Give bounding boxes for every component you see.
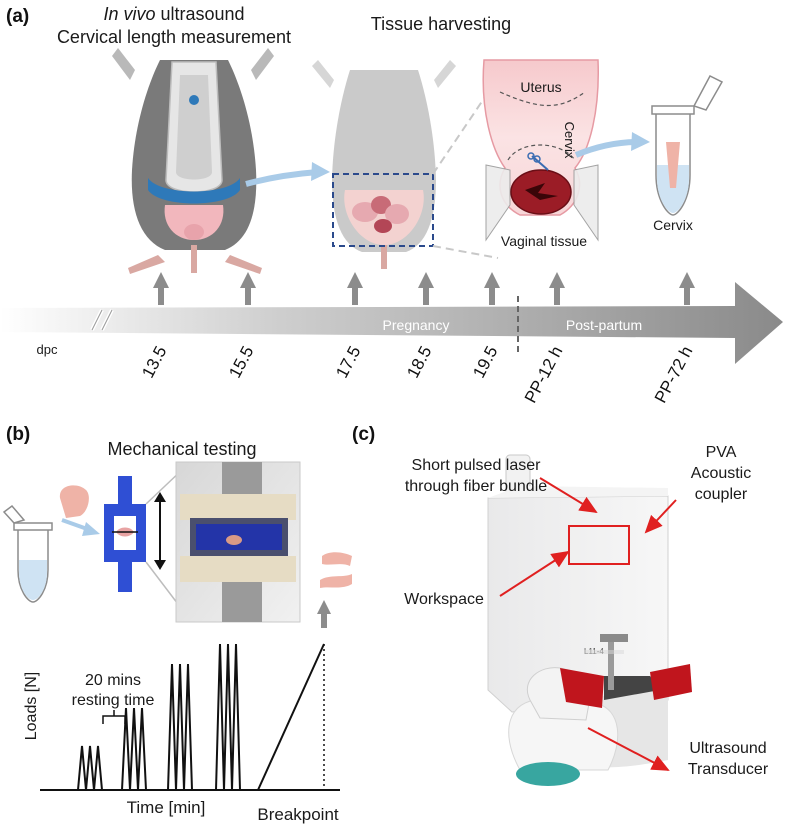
pva-label-line1: PVA <box>706 444 737 461</box>
workspace-box <box>568 525 630 565</box>
mouse-ultrasound-illustration <box>112 48 274 274</box>
harvest-title: Tissue harvesting <box>371 14 511 34</box>
panel-a-label: (a) <box>6 6 29 27</box>
postpartum-label: Post-partum <box>566 317 642 333</box>
tick-arrow-shaft <box>352 287 358 305</box>
tick-arrow-shaft <box>489 287 495 305</box>
breakpoint-arrow-head <box>317 600 331 614</box>
vaginal-tissue-label: Vaginal tissue <box>501 233 587 249</box>
workspace-pointer-arrow <box>499 550 570 597</box>
broken-sample-top <box>322 552 352 566</box>
dpc-label: dpc <box>37 342 58 357</box>
zoom-line-bottom <box>432 245 499 259</box>
uterus-cervix-illustration <box>482 59 600 242</box>
timeline-tick-arrows <box>153 272 695 305</box>
timeline-tick-label: PP-72 h <box>651 343 697 406</box>
tick-arrow-head <box>418 272 434 288</box>
tick-arrow-shaft <box>158 287 164 305</box>
tick-arrow-head <box>679 272 695 288</box>
tensile-clamp-schematic <box>104 476 146 592</box>
cervix-sample-b <box>59 485 89 518</box>
timeline-arrow <box>0 282 783 364</box>
flow-arrow-1-head <box>311 162 330 181</box>
laser-label-line1: Short pulsed laser <box>412 457 542 474</box>
axis-break-outline <box>91 309 113 331</box>
workspace-label: Workspace <box>404 591 484 608</box>
tick-arrow-shaft <box>554 287 560 305</box>
ultrasound-label-line2: Transducer <box>688 761 769 778</box>
cervix-side-label: Cervix <box>562 122 577 159</box>
x-axis-label: Time [min] <box>127 798 206 817</box>
timeline-tick-labels: 13.5 15.5 17.5 18.5 19.5 PP-12 h PP-72 h <box>138 343 696 406</box>
timeline-tick-label: 18.5 <box>403 343 435 381</box>
panel-c-label: (c) <box>352 424 375 445</box>
resting-line1: 20 mins <box>85 672 141 689</box>
pva-label-line2: Acoustic <box>691 465 751 482</box>
tick-arrow-shaft <box>684 287 690 305</box>
timeline-tick-label: PP-12 h <box>521 343 567 406</box>
pregnancy-label: Pregnancy <box>383 317 450 333</box>
breakpoint-label: Breakpoint <box>257 805 339 824</box>
invivo-italic: In vivo <box>103 4 155 24</box>
eppendorf-tube-b <box>2 504 53 603</box>
cervix-tube-label: Cervix <box>653 217 693 233</box>
zoom-line-top <box>432 59 511 175</box>
laser-pointer-arrow <box>539 477 598 514</box>
timeline-tick-label: 17.5 <box>332 343 364 381</box>
tick-arrow-head <box>484 272 500 288</box>
laser-label-line2: through fiber bundle <box>405 478 547 495</box>
y-axis-label: Loads [N] <box>23 672 40 740</box>
ramp-to-failure <box>257 643 325 791</box>
invivo-title-line1: In vivo ultrasound <box>103 4 244 24</box>
tick-arrow-head <box>240 272 256 288</box>
load-curve <box>77 643 241 791</box>
invivo-rest: ultrasound <box>155 4 244 24</box>
pva-pointer-arrow <box>644 499 677 534</box>
resting-line2: resting time <box>72 692 155 709</box>
tick-arrow-head <box>153 272 169 288</box>
pva-label-line3: coupler <box>695 486 748 503</box>
uterus-label: Uterus <box>520 79 561 95</box>
flow-arrow-1 <box>245 169 319 187</box>
timeline-tick-label: 13.5 <box>138 343 170 381</box>
ultrasound-label-line1: Ultrasound <box>689 740 766 757</box>
invivo-title-line2: Cervical length measurement <box>57 27 291 47</box>
eppendorf-tube-a <box>651 75 724 216</box>
tick-arrow-shaft <box>245 287 251 305</box>
tensile-test-photo <box>175 461 301 623</box>
zoom-box <box>332 173 434 247</box>
broken-sample-bottom <box>320 574 352 588</box>
timeline-tick-label: 15.5 <box>225 343 257 381</box>
breakpoint-arrow-shaft <box>321 612 327 628</box>
timeline-tick-label: 19.5 <box>469 343 501 381</box>
displacement-arrow-bottom <box>154 560 166 570</box>
flow-arrow-2-head <box>631 132 650 151</box>
panel-b-label: (b) <box>6 424 30 445</box>
mech-testing-title: Mechanical testing <box>107 439 256 459</box>
tick-arrow-head <box>549 272 565 288</box>
mouse-dissection-illustration <box>312 60 456 269</box>
ultrasound-pointer-arrow <box>587 727 670 771</box>
flow-arrow-b-head <box>82 522 100 536</box>
setup-photo: L11-4 <box>487 454 692 786</box>
resting-bracket <box>102 710 126 724</box>
tick-arrow-head <box>347 272 363 288</box>
displacement-arrow-top <box>154 492 166 502</box>
tick-arrow-shaft <box>423 287 429 305</box>
